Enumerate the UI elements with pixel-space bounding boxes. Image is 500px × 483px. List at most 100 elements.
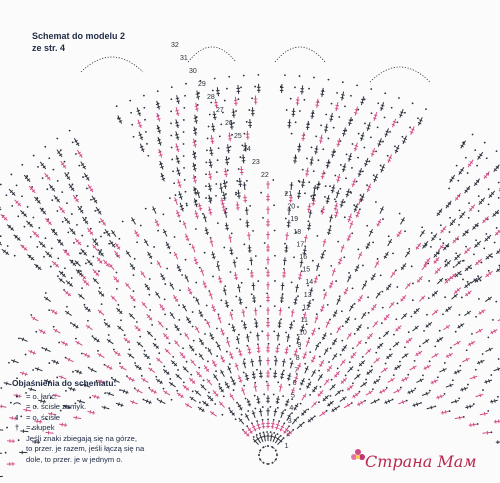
stitch-crossbar [187,288,192,292]
stitch-crossbar [344,320,349,324]
stitch-mark [479,412,488,416]
stitch-crossbar [322,334,327,337]
stitch-mark [34,367,43,372]
stitch-mark [342,127,346,137]
stitch-crossbar [230,356,234,359]
chain-dot [262,216,264,219]
chain-dot [205,346,207,349]
stitch-crossbar [137,328,141,332]
stitch-mark [236,201,239,211]
chain-dot [273,330,276,333]
stitch-crossbar [448,353,452,357]
chain-dot [272,418,275,421]
chain-dot [267,463,269,465]
chain-dot [236,401,238,404]
stitch-mark [106,392,115,396]
stitch-crossbar [15,393,18,398]
stitch-crossbar [362,283,367,287]
chain-dot [343,256,346,259]
stitch-mark [50,309,58,315]
stitch-crossbar [247,348,251,351]
chain-dot [332,126,335,129]
chain-dot [310,195,313,198]
chain-dot [248,109,251,111]
stitch-crossbar [176,169,180,172]
stitch-crossbar [327,403,331,407]
legend-item-slip-stitch-close: ⌒ = o. ścisłe zamyk. [12,402,182,413]
chain-dot [448,231,451,233]
stitch-crossbar [444,410,447,414]
stitch-crossbar [455,273,459,277]
stitch-mark [193,198,198,208]
stitch-mark [451,293,458,300]
stitch-mark [321,170,325,180]
chain-dot [399,386,402,389]
stitch-crossbar [18,394,21,398]
stitch-crossbar [67,405,70,410]
stitch-mark [208,206,212,216]
chain-dot [285,192,288,195]
stitch-mark [76,149,83,158]
stitch-crossbar [12,359,15,363]
stitch-crossbar [198,406,202,411]
stitch-mark [62,249,70,257]
stitch-mark [340,198,344,208]
stitch-crossbar [195,327,199,330]
chain-dot [220,123,223,126]
stitch-crossbar [218,386,223,390]
stitch-mark [75,269,83,277]
stitch-crossbar [3,217,8,221]
stitch-mark [38,240,46,248]
stitch-crossbar [270,426,275,428]
chain-dot [170,110,172,113]
chain-dot [243,358,246,361]
stitch-mark [460,140,466,149]
chain-dot [74,153,77,155]
stitch-crossbar [385,331,389,335]
stitch-mark [210,135,214,145]
stitch-crossbar [193,117,198,119]
stitch-crossbar [186,403,189,407]
chain-dot [288,425,290,428]
stitch-crossbar [434,379,437,384]
chain-dot [345,177,347,180]
stitch-mark [227,365,232,374]
chain-dot [235,257,238,259]
stitch-mark [472,222,479,230]
stitch-mark [454,416,463,420]
chain-dot [215,370,217,373]
legend-item-slip-stitch-close-text: = o. ścisłe zamyk. [26,402,87,411]
chain-dot [29,235,32,238]
chain-dot [70,277,73,279]
stitch-crossbar [406,283,411,287]
stitch-crossbar [84,383,87,388]
stitch-mark [9,417,18,420]
stitch-crossbar [88,186,92,189]
stitch-crossbar [137,121,142,124]
stitch-mark [134,364,142,370]
chain-dot [17,439,20,442]
chain-dot [71,141,74,144]
chain-dot [362,170,364,173]
stitch-crossbar [198,374,202,378]
chain-dot [274,458,277,461]
chain-dot [381,306,384,309]
stitch-crossbar [293,418,298,422]
stitch-crossbar [53,359,56,364]
stitch-crossbar [46,252,50,256]
chain-dot [128,348,131,351]
chain-dot [289,358,292,360]
stitch-crossbar [280,376,284,379]
stitch-crossbar [344,288,349,292]
chain-dot [243,243,246,246]
row-number-label: 17 [296,241,304,248]
stitch-mark [332,353,338,361]
stitch-mark [431,290,439,297]
stitch-crossbar [221,359,226,363]
stitch-crossbar [342,130,347,132]
stitch-crossbar [0,241,2,244]
chain-dot [434,345,437,348]
chain-dot [166,267,169,270]
chain-dot [497,395,499,398]
stitch-crossbar [315,104,320,106]
